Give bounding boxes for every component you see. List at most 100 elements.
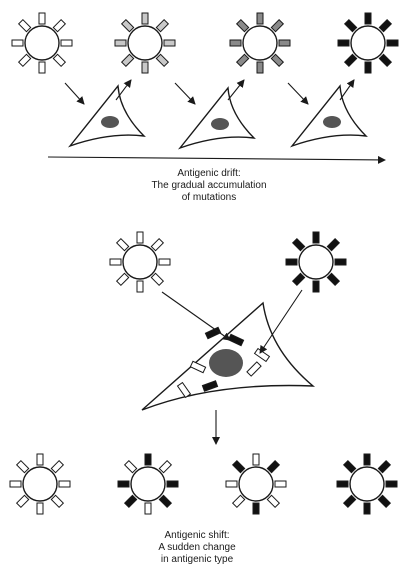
shift-caption-line-3: in antigenic type <box>107 554 287 566</box>
cell-nucleus <box>211 118 229 130</box>
spike <box>53 20 65 32</box>
spike <box>378 495 390 507</box>
virus-progeny-white <box>10 454 70 514</box>
spike <box>10 481 21 487</box>
host-cell-shift <box>142 303 313 410</box>
arrow-white-virus-into-cell <box>162 292 230 340</box>
cell-nucleus <box>101 116 119 128</box>
spike <box>271 54 283 66</box>
spike <box>125 461 137 473</box>
antigenic-drift-caption: Antigenic drift: The gradual accumulatio… <box>119 168 299 204</box>
spike <box>237 54 249 66</box>
spike <box>237 20 249 32</box>
spike <box>267 461 279 473</box>
virus-original <box>12 13 72 73</box>
spike <box>313 281 319 292</box>
virus-envelope <box>128 26 162 60</box>
spike <box>156 54 168 66</box>
host-cell-membrane <box>70 86 144 146</box>
antigenic-shift-caption: Antigenic shift: A sudden change in anti… <box>107 530 287 566</box>
spike <box>159 495 171 507</box>
spike <box>338 40 349 46</box>
host-cell-drift-1 <box>70 86 144 146</box>
spike <box>164 40 175 46</box>
spike <box>226 481 237 487</box>
spike <box>145 503 151 514</box>
virus-envelope <box>239 467 273 501</box>
virus-envelope <box>351 26 385 60</box>
spike <box>313 232 319 243</box>
spike <box>233 461 245 473</box>
spike <box>233 495 245 507</box>
spike <box>364 503 370 514</box>
spike <box>53 54 65 66</box>
spike <box>364 454 370 465</box>
virus-progeny-mixed-1 <box>118 454 178 514</box>
spike <box>257 62 263 73</box>
virus-drift-3 <box>338 13 398 73</box>
spike <box>345 20 357 32</box>
arrow-virus-into-cell-1 <box>65 83 84 104</box>
spike <box>253 503 259 514</box>
spike <box>156 20 168 32</box>
spike <box>230 40 241 46</box>
drift-caption-line-2: The gradual accumulation <box>119 180 299 192</box>
spike <box>159 461 171 473</box>
virus-parent-white <box>110 232 170 292</box>
arrow-virus-into-cell-3 <box>288 83 308 104</box>
spike <box>253 454 259 465</box>
spike <box>137 232 143 243</box>
spike <box>137 281 143 292</box>
spike <box>51 495 63 507</box>
virus-envelope <box>123 245 157 279</box>
spike <box>122 54 134 66</box>
spike <box>151 273 163 285</box>
cell-nucleus <box>323 116 341 128</box>
spike <box>37 503 43 514</box>
spike <box>59 481 70 487</box>
spike <box>379 20 391 32</box>
spike <box>293 273 305 285</box>
arrow-cell-2-to-virus <box>228 80 244 100</box>
gene-segment <box>205 327 220 338</box>
spike <box>142 62 148 73</box>
spike <box>39 13 45 24</box>
spike <box>365 13 371 24</box>
spike <box>365 62 371 73</box>
virus-progeny-mixed-2 <box>226 454 286 514</box>
spike <box>61 40 72 46</box>
spike <box>379 54 391 66</box>
spike <box>279 40 290 46</box>
drift-caption-line-3: of mutations <box>119 192 299 204</box>
spike <box>159 259 170 265</box>
shift-caption-line-1: Antigenic shift: <box>107 530 287 542</box>
virus-parent-black <box>286 232 346 292</box>
spike <box>17 461 29 473</box>
spike <box>335 259 346 265</box>
spike <box>115 40 126 46</box>
virus-drift-2 <box>230 13 290 73</box>
spike <box>19 20 31 32</box>
spike <box>337 481 348 487</box>
spike <box>110 259 121 265</box>
spike <box>19 54 31 66</box>
spike <box>387 40 398 46</box>
spike <box>271 20 283 32</box>
host-cell-membrane <box>292 86 366 146</box>
spike <box>167 481 178 487</box>
spike <box>17 495 29 507</box>
spike <box>293 239 305 251</box>
spike <box>286 259 297 265</box>
spike <box>145 454 151 465</box>
host-cell-drift-3 <box>292 86 366 146</box>
spike <box>37 454 43 465</box>
shift-caption-line-2: A sudden change <box>107 542 287 554</box>
cell-nucleus <box>209 349 243 377</box>
spike <box>327 273 339 285</box>
virus-envelope <box>350 467 384 501</box>
spike <box>386 481 397 487</box>
spike <box>267 495 279 507</box>
spike <box>117 273 129 285</box>
